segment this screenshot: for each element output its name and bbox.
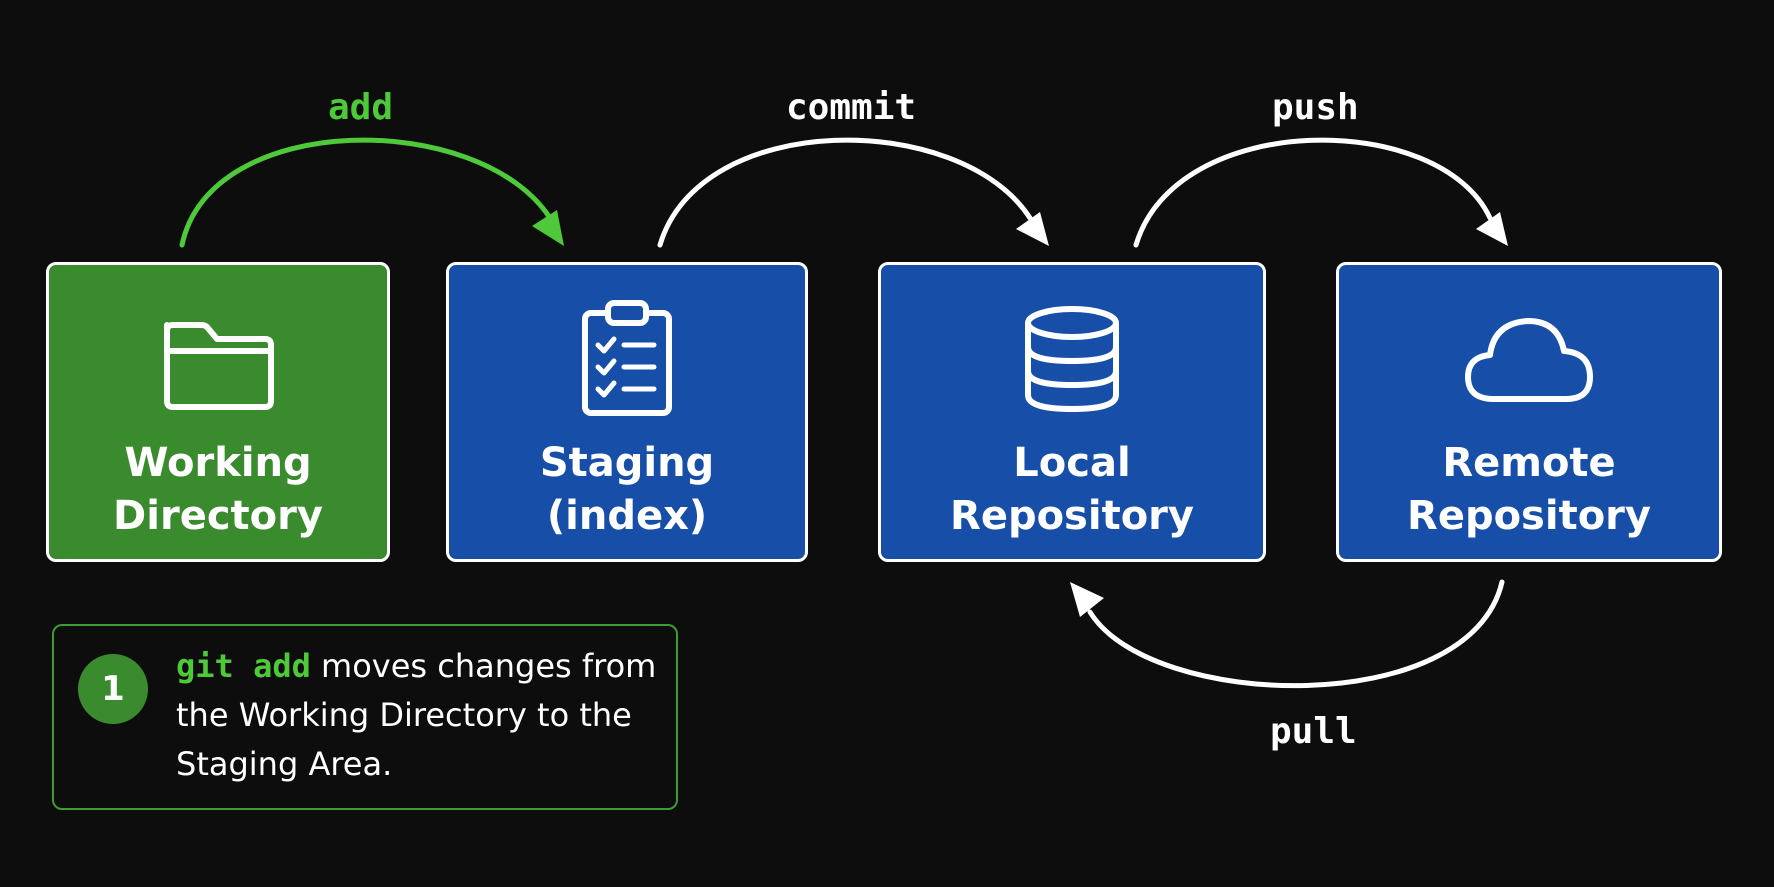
note-description: moves changes from the Working Directory… [176, 647, 657, 783]
stage-label-line1: Staging [539, 440, 715, 486]
cloud-icon [1465, 318, 1593, 402]
stage-working-directory: Working Directory [46, 262, 390, 562]
explanation-note: 1 git add moves changes from the Working… [52, 624, 678, 810]
stage-label-line2: Directory [113, 493, 323, 539]
stage-staging-index: Staging (index) [446, 262, 808, 562]
stage-label: Working Directory [113, 437, 323, 543]
database-icon [1025, 306, 1119, 413]
stage-label-line2: Repository [1407, 493, 1651, 539]
stage-label-line2: Repository [950, 493, 1194, 539]
folder-icon [164, 322, 274, 410]
note-text: git add moves changes from the Working D… [176, 642, 666, 789]
pull-arrow [1070, 579, 1505, 689]
add-arrow [179, 137, 564, 248]
push-label: push [1272, 87, 1359, 128]
commit-label: commit [786, 87, 917, 128]
stage-label-line1: Remote [1442, 440, 1616, 486]
clipboard-checklist-icon [582, 300, 672, 416]
add-label: add [328, 87, 394, 128]
stage-label-line1: Local [1013, 440, 1131, 486]
stage-remote-repository: Remote Repository [1336, 262, 1722, 562]
stage-local-repository: Local Repository [878, 262, 1266, 562]
stage-label: Remote Repository [1407, 437, 1651, 543]
stage-label-line1: Working [124, 440, 312, 486]
stage-label: Local Repository [950, 437, 1194, 543]
push-arrow [1133, 137, 1508, 248]
stage-label: Staging (index) [540, 437, 714, 543]
commit-arrow [657, 137, 1049, 248]
step-badge: 1 [78, 654, 148, 724]
stage-label-line2: (index) [546, 493, 708, 539]
pull-label: pull [1270, 711, 1357, 752]
note-command: git add [176, 647, 311, 685]
